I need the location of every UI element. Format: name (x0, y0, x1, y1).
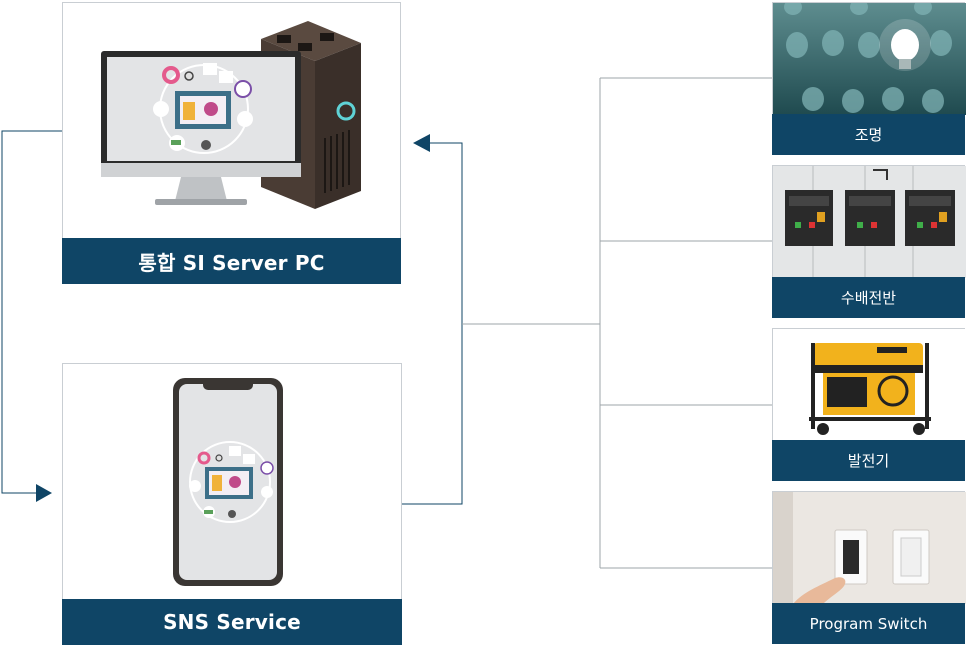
generator-icon (773, 329, 966, 441)
device-lighting-card: 조명 (772, 0, 966, 155)
device-program-switch-card: Program Switch (772, 491, 966, 644)
sns-to-server-line (402, 142, 463, 505)
server-pc-label: 통합 SI Server PC (62, 238, 401, 284)
device-program-switch-label: Program Switch (772, 603, 965, 644)
sns-service-label: SNS Service (62, 599, 402, 645)
smartphone-icon (63, 364, 401, 600)
server-to-sns-line (1, 130, 62, 494)
device-switchboard-card: 수배전반 (772, 165, 966, 318)
arrow-into-server (413, 134, 430, 152)
light-bulbs-icon (773, 0, 966, 115)
device-generator-card: 발전기 (772, 328, 966, 481)
arrow-into-sns (36, 484, 52, 502)
device-generator-label: 발전기 (772, 440, 965, 481)
desktop-pc-icon (63, 3, 400, 239)
sns-service-card: SNS Service (62, 363, 402, 645)
server-pc-card: 통합 SI Server PC (62, 2, 401, 284)
device-switchboard-label: 수배전반 (772, 277, 965, 318)
wall-switch-icon (773, 492, 966, 604)
switchboard-icon (773, 166, 966, 278)
device-lighting-label: 조명 (772, 114, 965, 155)
